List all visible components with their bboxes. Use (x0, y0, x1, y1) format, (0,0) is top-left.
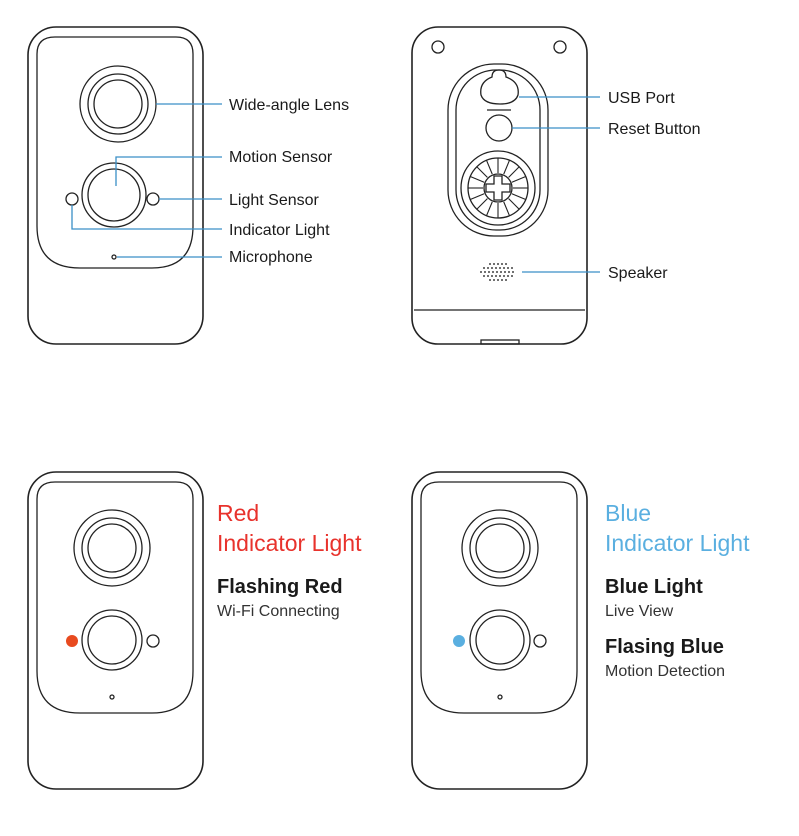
speaker-hole (503, 275, 505, 277)
speaker-hole (497, 263, 499, 265)
speaker-hole (508, 271, 510, 273)
speaker-hole (491, 267, 493, 269)
speaker-hole (487, 275, 489, 277)
speaker-hole (493, 279, 495, 281)
back-leader-lines (512, 96, 600, 273)
red-heading-line1: Red (217, 500, 259, 526)
back-view-camera (411, 26, 588, 345)
speaker-hole (501, 263, 503, 265)
fan-spoke (511, 193, 526, 200)
fan-spoke (503, 201, 510, 216)
fan-spoke (470, 193, 485, 200)
back-speaker-grille (460, 150, 536, 226)
speaker-hole (511, 275, 513, 277)
red-indicator-camera (27, 471, 204, 790)
motion-sensor (81, 162, 147, 228)
speaker-hole (511, 267, 513, 269)
speaker-hole (504, 271, 506, 273)
speaker-hole (500, 271, 502, 273)
speaker-hole (505, 263, 507, 265)
fan-spoke (508, 198, 520, 210)
usb-port (480, 69, 519, 111)
speaker-hole (483, 267, 485, 269)
microphone-hole (111, 254, 117, 260)
speaker-hole (503, 267, 505, 269)
reset-button-label: Reset Button (608, 121, 701, 138)
usb-port-label: USB Port (608, 90, 675, 107)
speaker-hole (495, 267, 497, 269)
speaker-hole (501, 279, 503, 281)
fan-spoke (508, 166, 520, 178)
front-leader-lines (71, 103, 222, 258)
flashing-red-title: Flashing Red (217, 576, 343, 598)
blue-light-title: Blue Light (605, 576, 703, 598)
microphone-label: Microphone (229, 249, 313, 266)
fan-spoke (511, 176, 526, 183)
blue-light-description: Live View (605, 603, 674, 620)
speaker-hole (496, 271, 498, 273)
fan-spoke (503, 160, 510, 175)
lens-label: Wide-angle Lens (229, 97, 349, 114)
fan-spoke (486, 160, 493, 175)
speaker-hole (492, 271, 494, 273)
mount-hole-right (553, 40, 567, 54)
light-sensor-label: Light Sensor (229, 192, 320, 209)
motion-sensor-label: Motion Sensor (229, 149, 333, 166)
flasing-blue-description: Motion Detection (605, 663, 725, 680)
blue-heading-line2: Indicator Light (605, 530, 750, 556)
fan-spoke (476, 166, 488, 178)
indicator-light-label: Indicator Light (229, 222, 330, 239)
speaker-hole (491, 275, 493, 277)
speaker-hole (488, 271, 490, 273)
speaker-hole (499, 267, 501, 269)
speaker-hole (507, 275, 509, 277)
speaker-hole (493, 263, 495, 265)
indicator-leader (71, 205, 222, 230)
motion-leader (115, 156, 222, 186)
speaker-hole (489, 279, 491, 281)
fan-spoke (476, 198, 488, 210)
red-led-dot (66, 635, 78, 647)
fan-spoke (470, 176, 485, 183)
speaker-hole (495, 275, 497, 277)
red-heading-line2: Indicator Light (217, 530, 362, 556)
speaker-hole (484, 271, 486, 273)
speaker-hole (499, 275, 501, 277)
blue-indicator-camera (411, 471, 588, 790)
speaker-holes (480, 263, 514, 281)
speaker-hole (505, 279, 507, 281)
blue-heading-line1: Blue (605, 500, 651, 526)
fan-spoke (486, 201, 493, 216)
speaker-hole (480, 271, 482, 273)
blue-led-dot (453, 635, 465, 647)
speaker-hole (512, 271, 514, 273)
speaker-label: Speaker (608, 265, 668, 282)
speaker-hole (483, 275, 485, 277)
flashing-red-description: Wi-Fi Connecting (217, 603, 340, 620)
speaker-hole (487, 267, 489, 269)
speaker-hole (507, 267, 509, 269)
mount-hole-left (431, 40, 445, 54)
flasing-blue-title: Flasing Blue (605, 636, 724, 658)
speaker-hole (497, 279, 499, 281)
speaker-hole (489, 263, 491, 265)
